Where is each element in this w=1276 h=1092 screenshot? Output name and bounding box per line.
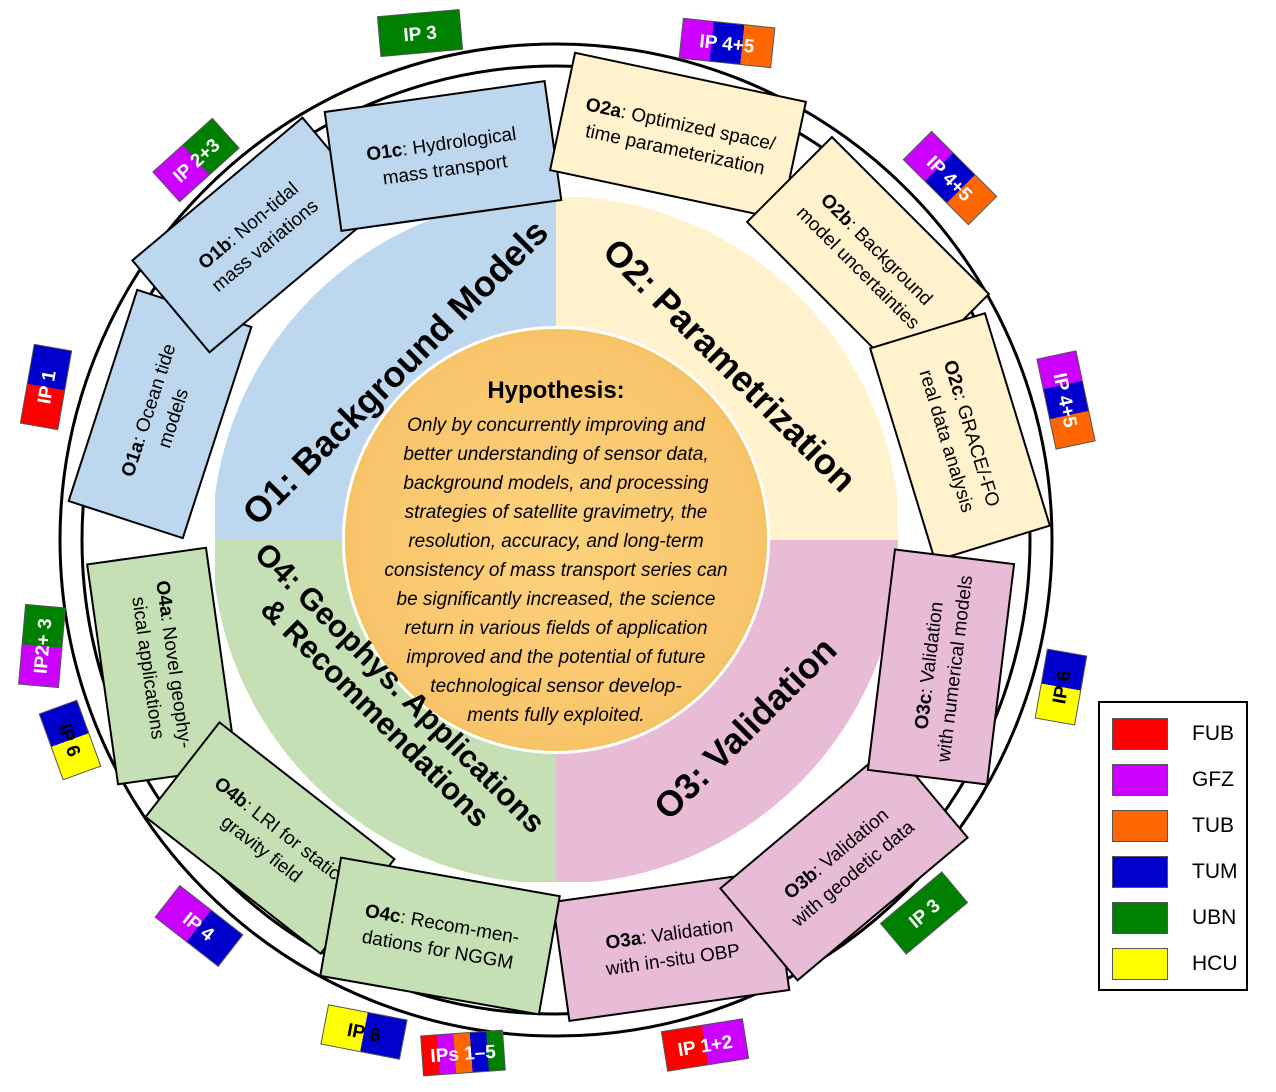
hypothesis-line: Only by concurrently improving and <box>407 415 706 436</box>
legend-label-fub: FUB <box>1192 722 1234 745</box>
partner-tag: IP 6 <box>38 699 102 781</box>
legend-item-tub: TUB <box>1112 809 1234 843</box>
legend-swatch-ubn <box>1112 902 1168 934</box>
partner-tag-label: IPs 1–5 <box>430 1042 497 1068</box>
partner-tag: IP 4+5 <box>678 17 776 69</box>
partner-tag-box <box>660 1018 750 1072</box>
partner-tag-label: IP 3 <box>403 23 438 47</box>
hypothesis-line: consistency of mass transport series can <box>384 560 727 581</box>
hypothesis-line: background models, and processing <box>403 473 709 494</box>
legend-swatch-tum <box>1112 856 1168 888</box>
partner-tag: IP 1 <box>19 343 73 431</box>
legend-item-gfz: GFZ <box>1112 763 1234 797</box>
partner-tag: IP 1+2 <box>660 1018 750 1072</box>
partner-tag-box <box>678 17 776 69</box>
partner-tag-box <box>152 117 240 203</box>
legend-label-ubn: UBN <box>1192 906 1237 929</box>
legend-label-hcu: HCU <box>1192 952 1238 975</box>
sub-objective-box <box>718 744 970 982</box>
partner-tag-box <box>879 871 969 955</box>
partner-tag-label: IP2+ 3 <box>31 618 57 675</box>
partner-tag-box <box>1036 350 1096 450</box>
partner-tag-box <box>1034 648 1088 726</box>
hypothesis-line: ments fully exploited. <box>467 705 644 726</box>
sub-objective-line-1: O3a: Validation <box>604 915 734 954</box>
partner-tag: IP 4 <box>154 884 244 968</box>
sub-objective-o4a: O4a: Novel geophy-sical applications <box>86 546 238 786</box>
partner-tag-box <box>420 1029 506 1077</box>
partner-tag-box <box>320 1004 408 1060</box>
partner-tag-box <box>376 8 464 58</box>
hypothesis-line: return in various fields of application <box>404 618 707 639</box>
legend-swatch-hcu <box>1112 948 1168 980</box>
legend-label-tub: TUB <box>1192 814 1234 837</box>
legend-swatch-gfz <box>1112 764 1168 796</box>
hypothesis-line: improved and the potential of future <box>407 647 706 668</box>
legend-item-ubn: UBN <box>1112 901 1236 935</box>
sub-objective-o2a: O2a: Optimized space/time parameterizati… <box>548 51 808 221</box>
partner-tag: IP2+ 3 <box>18 603 66 689</box>
partner-tag-box <box>902 130 998 226</box>
partner-tag: IP 3 <box>376 8 464 58</box>
hypothesis-line: better understanding of sensor data, <box>403 444 708 465</box>
sub-objective-box <box>866 548 1016 786</box>
sub-objective-o4c: O4c: Recom-men-dations for NGGM <box>319 856 561 1016</box>
legend-item-tum: TUM <box>1112 855 1238 889</box>
sub-objective-box <box>548 51 808 221</box>
legend-swatch-tub <box>1112 810 1168 842</box>
legend-item-fub: FUB <box>1112 717 1234 751</box>
sub-objective-box <box>323 80 563 232</box>
partner-tag-box <box>18 603 66 689</box>
legend-label-gfz: GFZ <box>1192 768 1234 791</box>
partner-legend: FUB GFZ TUB TUM UBN HCU <box>1098 701 1248 991</box>
legend-label-tum: TUM <box>1192 860 1238 883</box>
inner-ring <box>80 64 1032 1016</box>
partner-tag: IP 4+5 <box>1036 350 1096 450</box>
partner-tag-box <box>19 343 73 431</box>
hypothesis-title: Hypothesis: <box>487 377 624 404</box>
hypothesis-line: technological sensor develop- <box>430 676 681 697</box>
hypothesis-line: strategies of satellite gravimetry, the <box>405 502 708 523</box>
sub-objective-box <box>319 856 561 1016</box>
sub-objective-box <box>868 312 1052 562</box>
partner-tag: IP 3 <box>879 871 969 955</box>
partner-tag-box <box>38 699 102 781</box>
partner-tag: IP 6 <box>320 1004 408 1060</box>
partner-tag-box <box>154 884 244 968</box>
partner-tag: IP 6 <box>1034 648 1088 726</box>
hypothesis-line: resolution, accuracy, and long-term <box>408 531 703 552</box>
legend-swatch-fub <box>1112 718 1168 750</box>
hypothesis-line: be significantly increased, the science <box>397 589 716 610</box>
legend-item-hcu: HCU <box>1112 947 1238 981</box>
hypothesis-circle <box>345 329 767 751</box>
partner-tag: IPs 1–5 <box>420 1029 506 1077</box>
